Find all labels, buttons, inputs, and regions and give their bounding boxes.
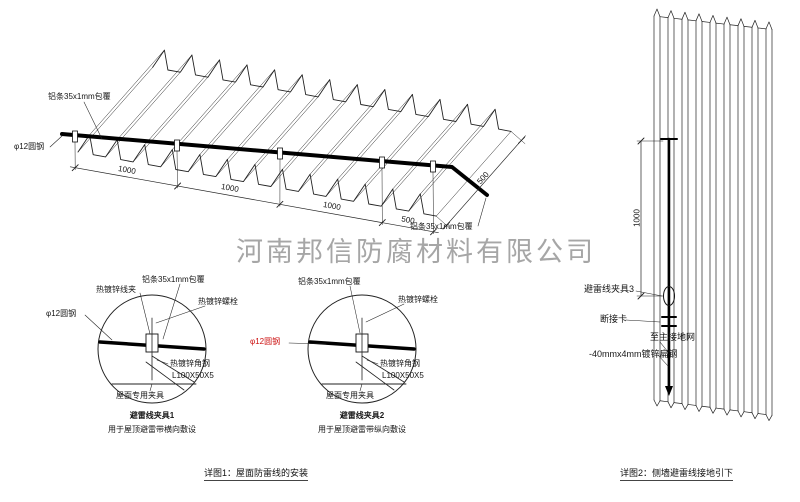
c2-title: 避雷线夹具2 xyxy=(339,411,385,420)
c2-alu-strip-label: 铝条35x1mm包覆 xyxy=(298,277,361,286)
c1-wire-clip-label: 热镀锌线夹 xyxy=(96,285,136,294)
detail2-caption: 详图2：侧墙避雷线接地引下 xyxy=(620,468,734,481)
wall-clamp3-label: 避雷线夹具3 xyxy=(584,284,635,294)
c1-alu-strip-label: 铝条35x1mm包覆 xyxy=(142,275,205,284)
c1-round-steel-label: φ12圆钢 xyxy=(46,309,77,318)
wall-dim-label-1000: 1000 xyxy=(632,209,642,227)
roof-isometric-drawing xyxy=(60,49,512,235)
company-watermark: 河南邦信防腐材料有限公司 xyxy=(236,237,596,267)
roof-alu-strip-label-right: 铝条35x1mm包覆 xyxy=(410,222,473,231)
wall-disconnect-label: 断接卡 xyxy=(600,314,628,324)
c1-angle-spec-label: L100X50X5 xyxy=(172,371,214,380)
c2-subtitle: 用于屋顶避雷带纵向敷设 xyxy=(318,425,406,434)
c2-angle-spec-label: L100X50X5 xyxy=(382,371,424,380)
roof-round-steel-label: φ12圆钢 xyxy=(14,142,45,151)
c1-bolt-label: 热镀锌螺栓 xyxy=(198,297,238,306)
c2-angle-steel-label: 热镀锌角钢 xyxy=(380,359,420,368)
dimension-lines xyxy=(69,131,526,236)
c2-bolt-label: 热镀锌螺栓 xyxy=(398,295,438,304)
c1-subtitle: 用于屋顶避雷带横向敷设 xyxy=(108,425,196,434)
c1-roof-clamp-label: 屋面专用夹具 xyxy=(116,391,164,400)
c1-title: 避雷线夹具1 xyxy=(129,411,175,420)
c2-roof-clamp-label: 屋面专用夹具 xyxy=(326,391,374,400)
c1-angle-steel-label: 热镀锌角钢 xyxy=(170,359,210,368)
clamp-detail-1-drawing xyxy=(97,294,207,404)
detail1-caption: 详图1：屋面防雷线的安装 xyxy=(204,468,309,481)
clamp-detail-2-drawing xyxy=(307,294,417,404)
side-wall-drawing xyxy=(636,8,773,421)
roof-alu-strip-label-top: 铝条35x1mm包覆 xyxy=(48,92,111,101)
c2-round-steel-label: φ12圆钢 xyxy=(250,337,281,346)
wall-to-ground-label: 至主接地网 xyxy=(650,332,696,342)
wall-flat-steel-label: -40mmx4mm镀锌扁钢 xyxy=(589,349,678,359)
leader-lines xyxy=(49,101,669,392)
